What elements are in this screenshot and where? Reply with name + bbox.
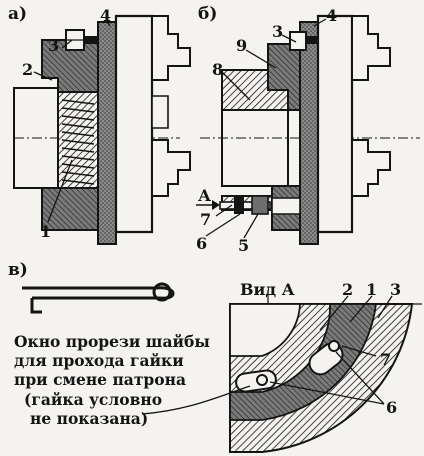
callout-a-4: 4 — [100, 6, 112, 25]
arrow-a-label: А — [198, 186, 212, 205]
leader-lines — [33, 18, 327, 239]
leader-lines-view — [141, 295, 393, 415]
callout-a-2: 2 — [22, 60, 34, 79]
chuck-assembly-a — [13, 14, 191, 245]
callout-a-3: 3 — [48, 36, 60, 55]
callout-b-4: 4 — [326, 6, 338, 25]
callout-c-3: 3 — [390, 280, 402, 299]
caption-line-4: (гайка условно — [24, 390, 163, 409]
callout-b-8: 8 — [212, 60, 224, 79]
spring-clip — [22, 282, 175, 314]
caption-line-1: Окно прорези шайбы — [14, 332, 210, 351]
callout-c-7: 7 — [380, 350, 392, 369]
callout-c-1: 1 — [366, 280, 378, 299]
callout-b-7: 7 — [200, 210, 212, 229]
callout-c-6: 6 — [386, 398, 398, 417]
panel-b-label: б) — [198, 4, 218, 24]
callout-b-6: 6 — [196, 234, 208, 253]
caption-line-2: для прохода гайки — [14, 351, 184, 370]
callout-b-9: 9 — [236, 36, 248, 55]
panel-a-label: а) — [8, 4, 28, 24]
callout-b-3: 3 — [272, 22, 284, 41]
view-a — [229, 290, 422, 453]
caption-line-5: не показана) — [30, 409, 149, 428]
panel-v-label: в) — [8, 260, 28, 280]
callout-c-2: 2 — [342, 280, 354, 299]
chuck-assembly-b — [196, 14, 420, 245]
view-a-title: Вид А — [240, 280, 295, 299]
caption-line-3: при смене патрона — [14, 370, 186, 389]
callout-a-1: 1 — [40, 222, 52, 241]
callout-b-5: 5 — [238, 236, 250, 255]
